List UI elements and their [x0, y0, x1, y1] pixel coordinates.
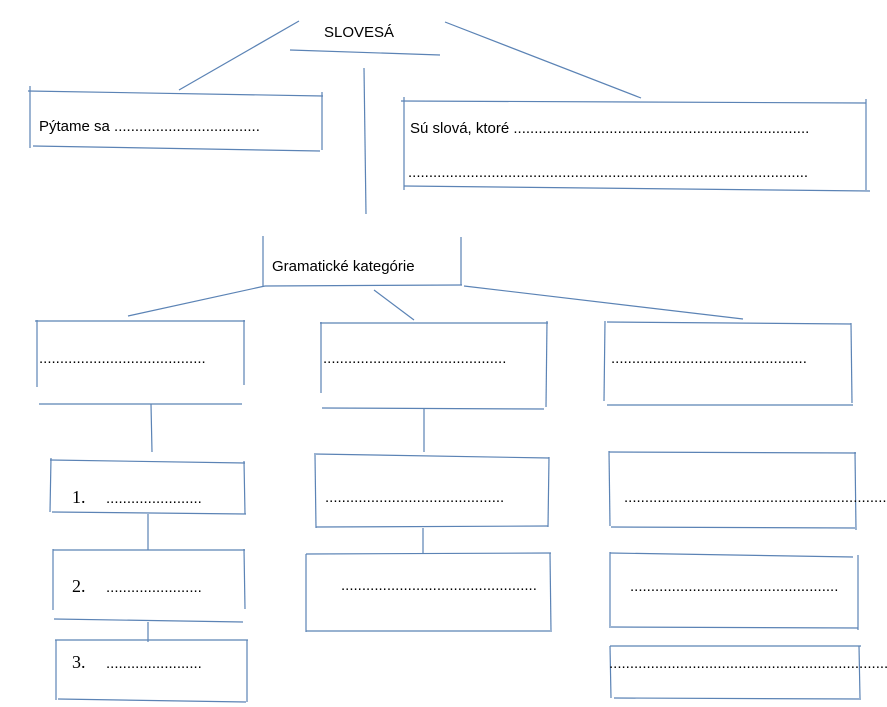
- col3-item-1-text[interactable]: ........................................…: [624, 489, 887, 506]
- category-box-1-frame: [35, 320, 245, 405]
- connector-cat-middle: [373, 289, 415, 321]
- col3-item-2-frame: [609, 552, 859, 630]
- col2-item-1-text[interactable]: ........................................…: [325, 489, 505, 506]
- col2-item-2-frame: [305, 552, 552, 633]
- col1-item-2-text[interactable]: .......................: [106, 579, 202, 596]
- col1-item-3-frame: [55, 639, 248, 703]
- col1-item-2-number: 2.: [72, 576, 86, 596]
- category-box-3-frame: [603, 320, 853, 406]
- connector-cat-left: [127, 285, 266, 317]
- categories-label: Gramatické kategórie: [272, 258, 415, 275]
- col2-item-1-frame: [313, 453, 550, 529]
- connector-title-left: [178, 20, 300, 91]
- col2-item-2-text[interactable]: ........................................…: [341, 577, 537, 594]
- col1-item-1-number: 1.: [72, 487, 86, 507]
- col1-item-2-frame: [52, 548, 246, 623]
- category-box-3-text[interactable]: ........................................…: [611, 350, 807, 367]
- question-box-text[interactable]: Pýtame sa ..............................…: [39, 118, 260, 135]
- connector-title-right: [444, 21, 642, 99]
- connector-col1-a: [150, 403, 153, 453]
- col1-item-3-text[interactable]: .......................: [106, 655, 202, 672]
- connector-title-down: [363, 67, 367, 215]
- col3-item-1-frame: [608, 450, 857, 531]
- col1-item-1-frame: [49, 457, 247, 515]
- connector-cat-right: [463, 285, 744, 320]
- category-box-1-text[interactable]: ........................................: [39, 350, 206, 367]
- col1-item-1-text[interactable]: .......................: [106, 490, 202, 507]
- col3-item-2-text[interactable]: ........................................…: [630, 578, 839, 595]
- col3-item-3-text[interactable]: ........................................…: [609, 655, 887, 672]
- definition-box-frame: [400, 97, 871, 192]
- title-underline: [289, 49, 441, 56]
- col3-item-3-frame: [609, 645, 862, 700]
- definition-box-line2[interactable]: ........................................…: [408, 164, 809, 181]
- category-box-2-frame: [320, 320, 548, 410]
- definition-box-line1[interactable]: Sú slová, ktoré ........................…: [410, 120, 810, 137]
- category-box-2-text[interactable]: ........................................…: [323, 350, 507, 367]
- title: SLOVESÁ: [324, 24, 395, 41]
- categories-box-frame: [262, 236, 463, 287]
- question-box-frame: [27, 86, 324, 152]
- col1-item-3-number: 3.: [72, 652, 86, 672]
